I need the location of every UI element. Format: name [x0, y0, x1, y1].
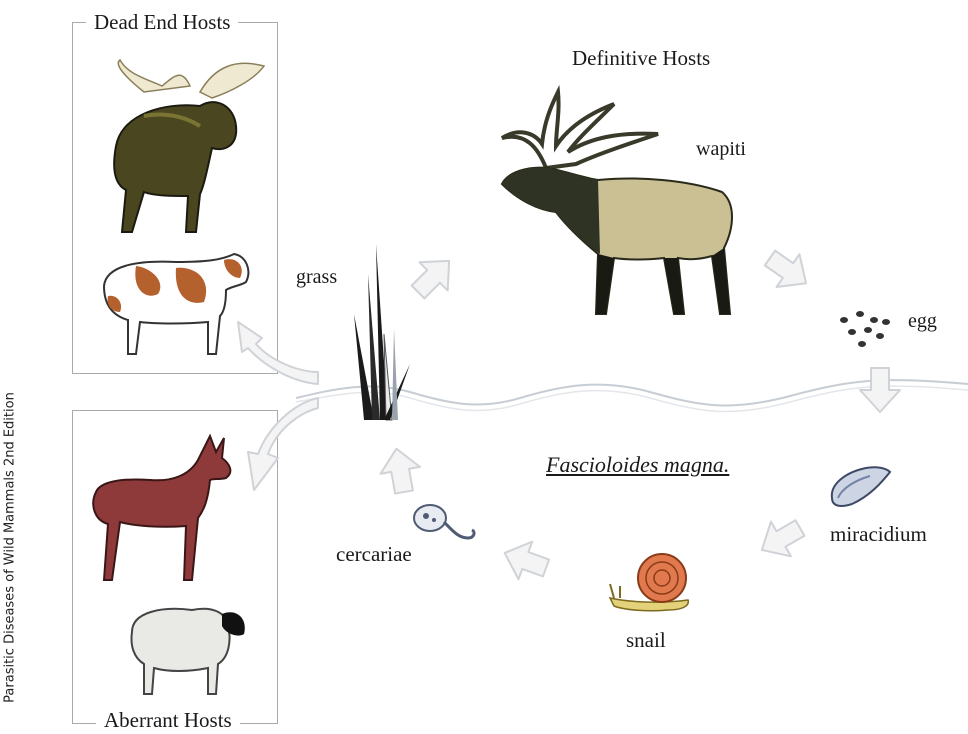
moose-icon: [104, 56, 274, 236]
wapiti-label: wapiti: [696, 138, 746, 161]
miracidium-icon: [826, 462, 896, 512]
arrow-miracidium-to-snail: [752, 511, 810, 568]
cercariae-label: cercariae: [336, 542, 412, 567]
snail-label: snail: [626, 628, 666, 653]
definitive-hosts-label: Definitive Hosts: [572, 46, 710, 71]
arrow-egg-to-miracidium: [860, 368, 900, 412]
egg-icon: [836, 310, 896, 354]
arrow-grass-to-aberrant: [248, 398, 318, 490]
arrow-wapiti-to-egg: [759, 242, 818, 300]
miracidium-label: miracidium: [830, 522, 927, 547]
grass-icon: [350, 244, 430, 424]
cercariae-icon: [412, 500, 482, 546]
sheep-icon: [122, 602, 252, 702]
deer-icon: [90, 434, 250, 584]
grass-label: grass: [296, 266, 337, 289]
species-name: Fascioloides magna.: [546, 452, 729, 478]
cow-icon: [96, 246, 256, 362]
egg-label: egg: [908, 310, 937, 333]
elk-icon: [498, 88, 758, 328]
snail-icon: [608, 548, 692, 618]
arrow-cercariae-to-grass: [377, 445, 424, 495]
arrow-snail-to-cercariae: [498, 534, 553, 587]
